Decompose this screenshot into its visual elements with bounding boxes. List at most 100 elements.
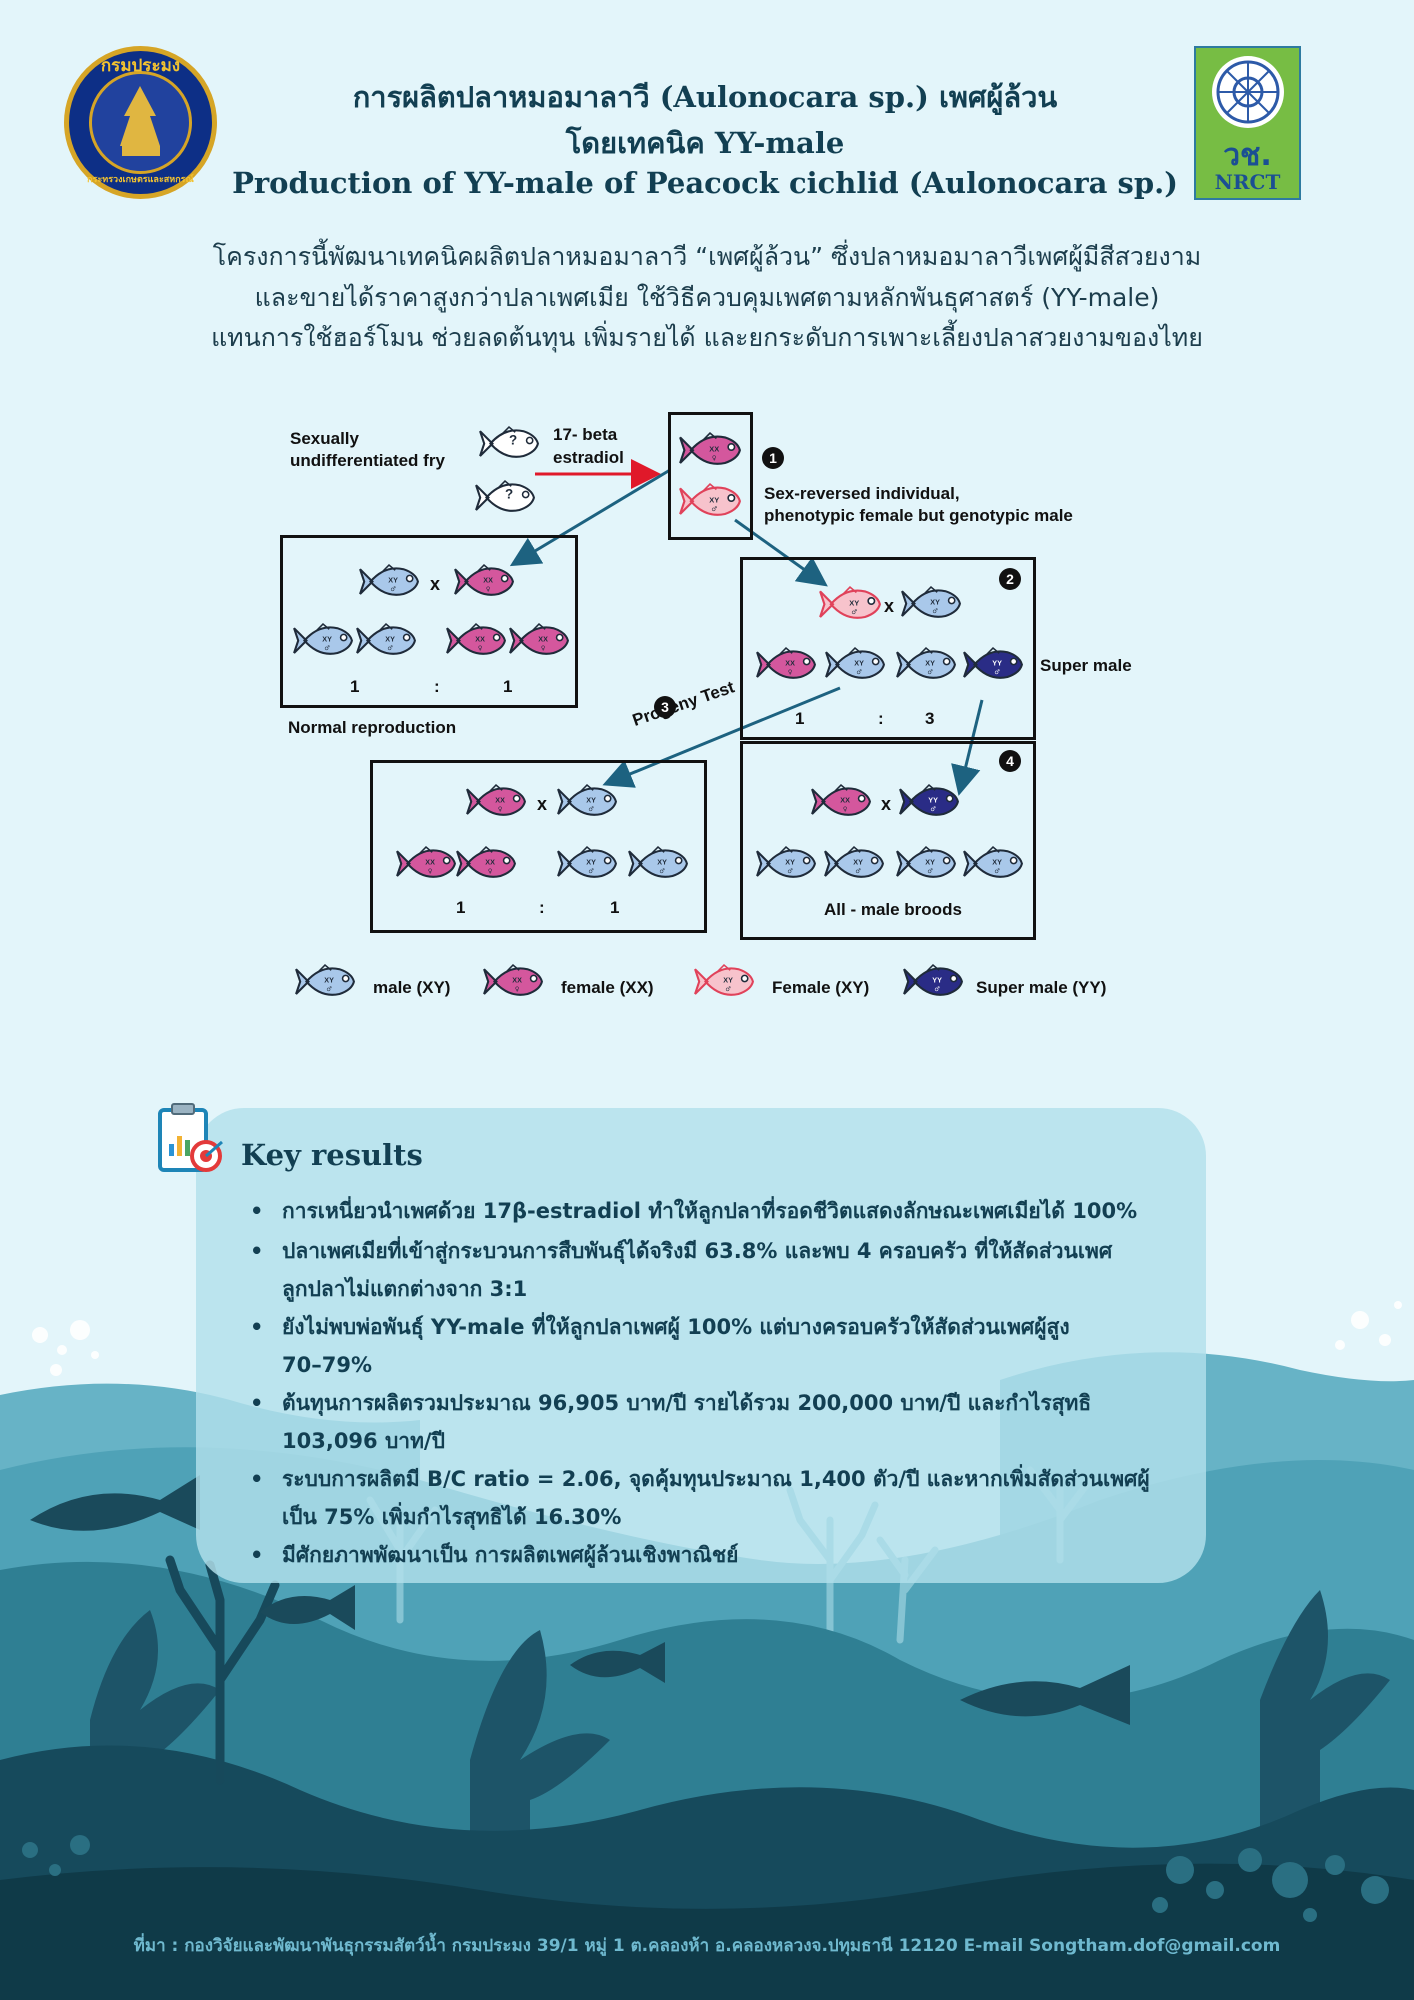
male-fish-icon: XY♂: [628, 846, 688, 878]
key-results-title: Key results: [241, 1138, 423, 1172]
bullet-dot: •: [250, 1391, 264, 1415]
fish-layer: ??XX♀XY♂XY♂XX♀XY♂XY♂XX♀XX♀XY♂XY♂XX♀XY♂XY…: [293, 426, 1023, 996]
fish-sex-symbol: ♂: [787, 868, 793, 875]
fish-sex-symbol: ♀: [515, 986, 520, 993]
fish-chromosome-label: YY: [992, 659, 1002, 668]
step-number-3: 3: [654, 696, 676, 718]
male-fish-icon: XY♂: [557, 784, 617, 816]
normal-reproduction-box: [280, 535, 578, 708]
femaleXY-fish-icon: XY♂: [694, 964, 754, 996]
fish-chromosome-label: XY: [854, 659, 864, 668]
key-result-item: • ต้นทุนการผลิตรวมประมาณ 96,905 บาท/ปี รา…: [250, 1384, 1150, 1460]
step-number-2: 2: [999, 568, 1021, 590]
cross-symbol-normal: x: [430, 574, 441, 594]
superMale-fish-icon: YY♂: [899, 784, 959, 816]
key-results-panel: [196, 1108, 1206, 1583]
legend-super-male-label: Super male (YY): [976, 978, 1107, 997]
female-fish-icon: XX♀: [456, 846, 516, 878]
male-fish-icon: XY♂: [557, 846, 617, 878]
fish-chromosome-label: XY: [586, 858, 596, 867]
title-english: Production of YY-male of Peacock cichlid…: [232, 166, 1178, 200]
sex-reversal-box: [668, 412, 753, 540]
fish-chromosome-label: XY: [709, 495, 719, 504]
fish-sex-symbol: ♂: [324, 645, 330, 652]
female-fish-icon: XX♀: [509, 623, 569, 655]
ratio-normal-colon: :: [434, 677, 440, 696]
fish-sex-symbol: ♂: [588, 806, 594, 813]
step2-box: [740, 557, 1036, 740]
male-fish-icon: XY♂: [901, 586, 961, 618]
cross-symbol-progeny: x: [537, 794, 548, 814]
bullet-dot: •: [250, 1467, 264, 1491]
fish-sex-symbol: ♂: [711, 505, 717, 513]
intro-line-3: แทนการใช้ฮอร์โมน ช่วยลดต้นทุน เพิ่มรายได…: [211, 323, 1203, 352]
superMale-fish-icon: YY♂: [903, 964, 963, 996]
fish-sex-symbol: ♀: [712, 454, 717, 462]
fish-chromosome-label: XX: [425, 858, 435, 867]
fish-sex-symbol: ♂: [855, 868, 861, 875]
all-male-broods-label: All - male broods: [824, 900, 962, 919]
male-fish-icon: XY♂: [824, 846, 884, 878]
ratio-step2-left: 1: [795, 709, 805, 728]
fish-chromosome-label: XY: [785, 858, 795, 867]
male-fish-icon: XY♂: [756, 846, 816, 878]
key-result-text: เป็น 75% เพิ่มกำไรสุทธิได้ 16.30%: [282, 1505, 622, 1529]
arrow-progeny: [602, 686, 841, 788]
sex-reversed-label-line-1: Sex-reversed individual,: [764, 484, 960, 503]
fish-chromosome-label: XX: [840, 796, 850, 805]
normal-reproduction-label: Normal reproduction: [288, 718, 457, 737]
ratio-progeny-right: 1: [610, 898, 620, 917]
female-fish-icon: XX♀: [396, 846, 456, 878]
fish-chromosome-label: XY: [657, 858, 667, 867]
fish-chromosome-label: XY: [992, 858, 1002, 867]
fish-chromosome-label: XY: [723, 976, 733, 985]
male-fish-icon: XY♂: [356, 623, 416, 655]
fry-question-mark: ?: [509, 433, 517, 448]
fish-chromosome-label: XX: [495, 796, 505, 805]
male-fish-icon: XY♂: [295, 964, 355, 996]
key-result-text: ระบบการผลิตมี B/C ratio = 2.06, จุดคุ้มท…: [282, 1467, 1150, 1491]
footer-source: ที่มา : กองวิจัยและพัฒนาพันธุกรรมสัตว์น้…: [133, 1936, 1281, 1956]
all-male-box: [740, 741, 1036, 940]
fish-sex-symbol: ♂: [326, 986, 332, 993]
key-result-text: การเหนี่ยวนำเพศด้วย 17β-estradiol ทำให้ล…: [282, 1199, 1138, 1223]
ratio-progeny-left: 1: [456, 898, 466, 917]
bullet-dot: •: [250, 1239, 264, 1263]
title-thai-line-2: โดยเทคนิค YY-male: [565, 126, 845, 160]
title-thai-line-1: การผลิตปลาหมอมาลาวี (Aulonocara sp.) เพศ…: [352, 80, 1058, 114]
dof-logo-text-bottom: กระทรวงเกษตรและสหกรณ์: [87, 175, 194, 185]
fish-chromosome-label: XY: [925, 659, 935, 668]
key-result-item: • ระบบการผลิตมี B/C ratio = 2.06, จุดคุ้ม…: [250, 1460, 1150, 1536]
nrct-logo-abbr: NRCT: [1214, 170, 1281, 194]
male-fish-icon: XY♂: [293, 623, 353, 655]
intro-line-2: และขายได้ราคาสูงกว่าปลาเพศเมีย ใช้วิธีคว…: [254, 283, 1160, 312]
key-result-item: •มีศักยภาพพัฒนาเป็น การผลิตเพศผู้ล้วนเชิ…: [250, 1536, 1150, 1574]
fish-chromosome-label: YY: [928, 796, 938, 805]
fry-fish-icon: ?: [475, 480, 535, 512]
key-result-text: ลูกปลาไม่แตกต่างจาก 3:1: [282, 1277, 528, 1301]
fish-chromosome-label: XY: [930, 598, 940, 607]
clipboard-chart-icon: [156, 1100, 226, 1175]
female-fish-icon: XX♀: [811, 784, 871, 816]
fish-chromosome-label: XX: [709, 444, 719, 453]
ratio-normal-left: 1: [350, 677, 360, 696]
fish-sex-symbol: ♀: [843, 806, 848, 813]
legend-male-label: male (XY): [373, 978, 451, 997]
key-result-text: มีศักยภาพพัฒนาเป็น การผลิตเพศผู้ล้วนเชิง…: [282, 1543, 739, 1567]
fish-chromosome-label: XY: [388, 576, 398, 585]
cross-symbol-step2: x: [884, 596, 895, 616]
fish-sex-symbol: ♀: [428, 868, 433, 875]
fish-sex-symbol: ♂: [994, 868, 1000, 875]
dof-logo-text-top: กรมประมง: [100, 56, 181, 76]
hormone-label-line-2: estradiol: [553, 448, 624, 467]
nrct-logo: วช. NRCT: [1194, 46, 1301, 200]
fish-sex-symbol: ♀: [478, 645, 483, 652]
key-result-text: ต้นทุนการผลิตรวมประมาณ 96,905 บาท/ปี ราย…: [282, 1391, 1092, 1415]
female-fish-icon: XX♀: [454, 564, 514, 596]
key-result-text: 103,096 บาท/ปี: [282, 1429, 445, 1453]
super-male-label: Super male: [1040, 656, 1132, 675]
fish-sex-symbol: ♀: [498, 806, 503, 813]
fish-chromosome-label: XX: [483, 576, 493, 585]
superMale-fish-icon: YY♂: [963, 647, 1023, 679]
step-number-4: 4: [999, 750, 1021, 772]
